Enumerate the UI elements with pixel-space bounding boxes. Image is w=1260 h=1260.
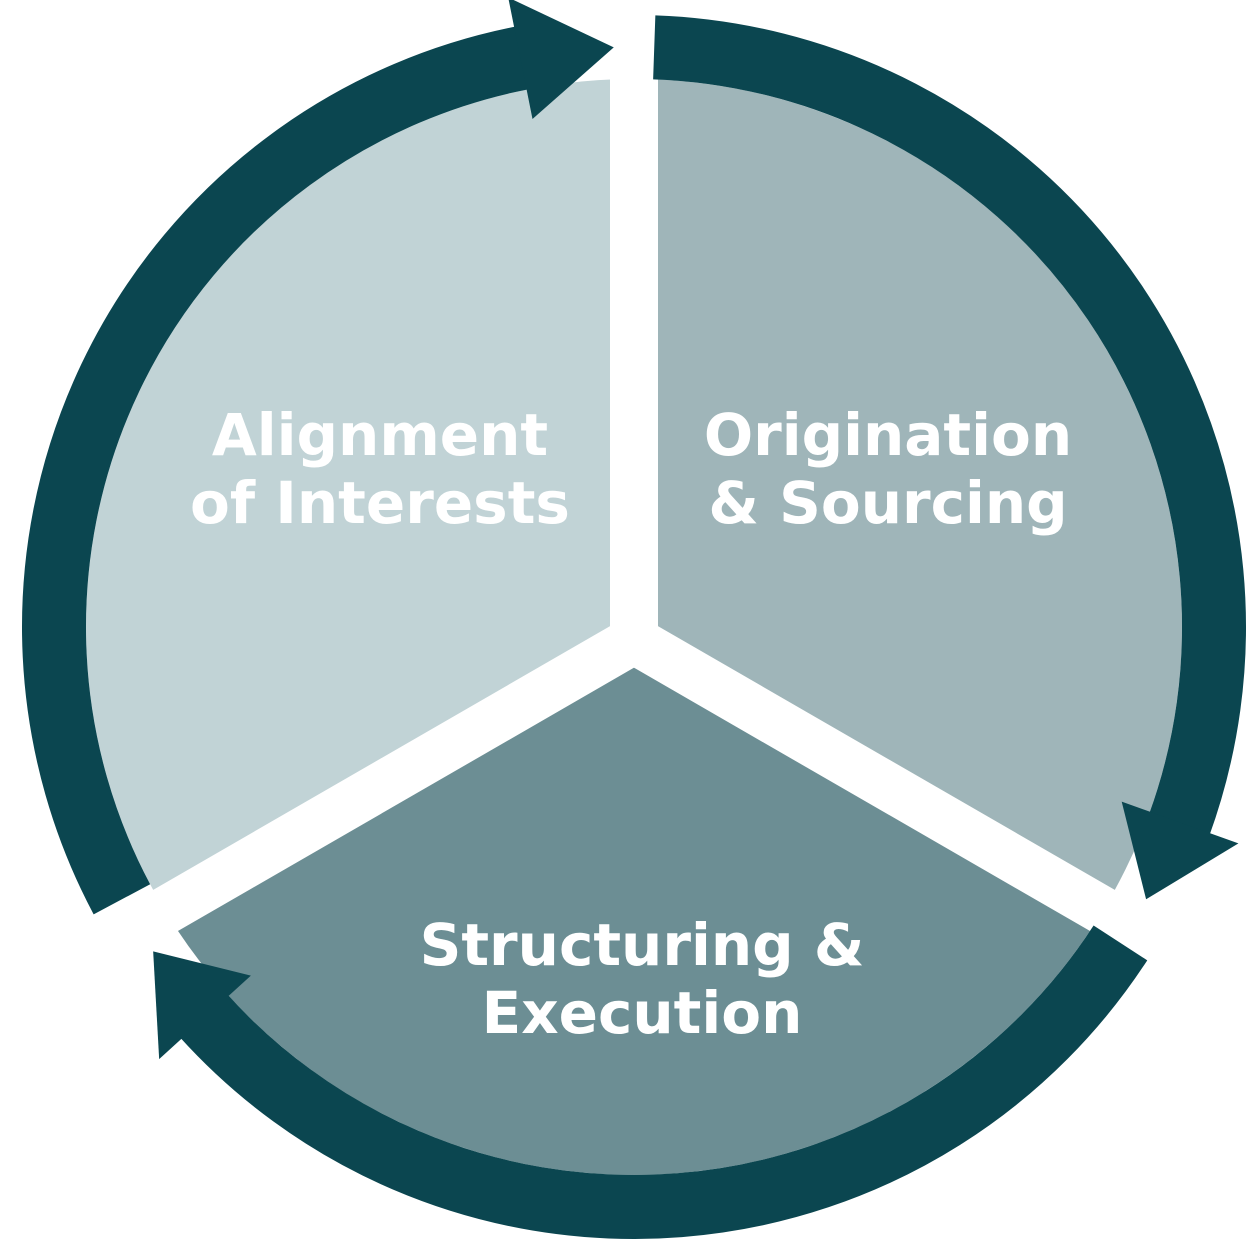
alignment-label-line2: of Interests — [190, 469, 570, 537]
separator-line — [621, 619, 1253, 1011]
origination-arrowhead-icon — [1121, 801, 1239, 900]
origination-label-line1: Origination — [704, 401, 1072, 469]
origination-label-line2: & Sourcing — [708, 469, 1067, 537]
alignment-arrow-arc — [22, 26, 530, 915]
structuring-arrow-arc — [179, 925, 1148, 1239]
structuring-label-line1: Structuring & — [420, 911, 865, 979]
alignment-label-line1: Alignment — [212, 401, 548, 469]
structuring-label-line2: Execution — [482, 979, 803, 1047]
separator-line — [15, 619, 646, 1011]
structuring-arrowhead-icon — [153, 951, 251, 1060]
alignment-arrowhead-icon — [508, 0, 614, 120]
origination-arrow-arc — [653, 15, 1246, 837]
